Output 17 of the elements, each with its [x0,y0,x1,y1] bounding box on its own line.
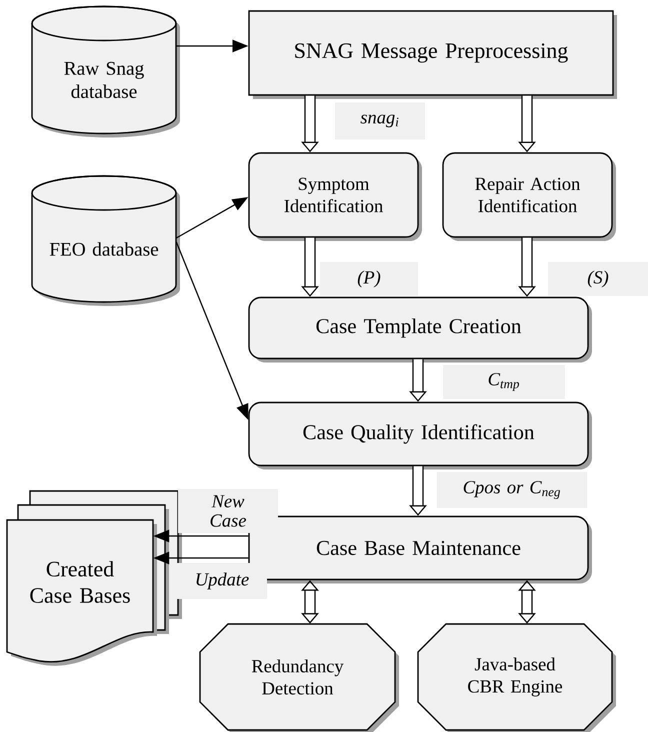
process-box: Symptom Identification [248,152,422,241]
edge-label: New Case [178,489,278,533]
process-box: SNAG Message Preprocessing [248,10,617,99]
process-box: Case Base Maintenance [248,516,592,584]
edge-label: (S) [548,262,648,296]
edge-label: Update [177,563,267,599]
document-stack: Created Case Bases [6,490,182,666]
process-box: Repair Action Identification [442,152,616,241]
edge-label: snag$_{i}$ [335,102,425,140]
edge-label: Cpos or C$_{neg}$ [437,472,587,508]
edge-label: (P) [320,262,418,296]
database-cylinder: FEO database [31,175,180,306]
database-cylinder: Raw Snag database [31,6,180,138]
process-box: Case Quality Identification [248,402,592,470]
module-octagon: Redundancy Detection [199,623,399,732]
edge-label: C$_{tmp}$ [443,365,565,399]
module-octagon: Java-based CBR Engine [417,623,616,732]
